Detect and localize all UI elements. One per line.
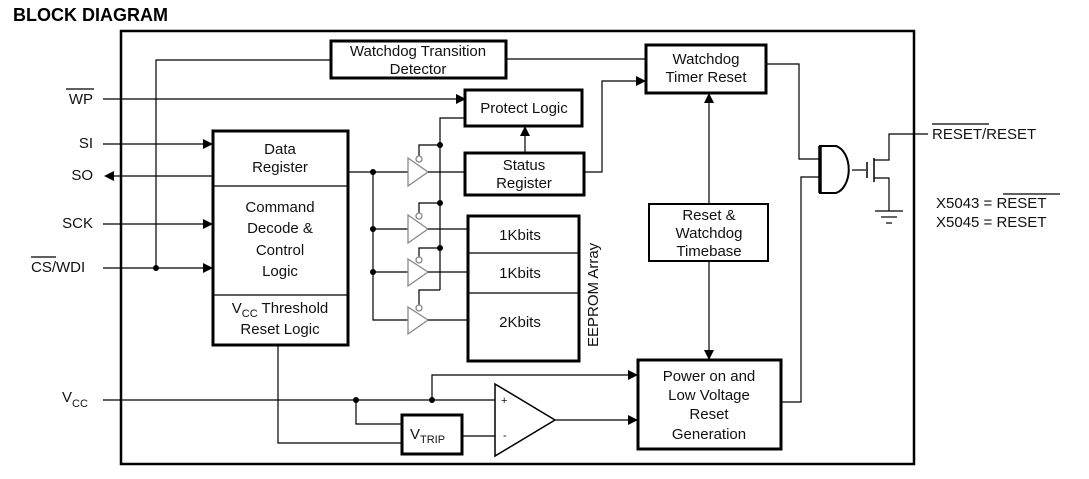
por-line1: Power on and <box>663 368 756 385</box>
watchdog-timer-reset-block <box>644 43 768 95</box>
buffer-eeprom-2-bubble <box>415 256 423 264</box>
eeprom-array-block <box>466 214 581 363</box>
buffer-eeprom-2 <box>407 257 430 288</box>
status-register-line1: Status <box>503 157 546 174</box>
wire-source-to-ground <box>874 177 890 211</box>
buffer-eeprom-1-bubble <box>415 212 423 220</box>
arrow-status-to-wtr <box>636 76 646 86</box>
eeprom-row-2: 1Kbits <box>499 265 541 282</box>
command-decode-line1: Command <box>245 199 314 216</box>
por-line3: Reset <box>689 406 729 423</box>
buffer-eeprom-3 <box>407 305 430 336</box>
data-register-line2: Register <box>252 159 308 176</box>
arrow-timebase-to-wtr <box>704 93 714 103</box>
arrow-timebase-to-por <box>704 350 714 360</box>
wtd-line2: Detector <box>390 61 447 78</box>
comparator <box>494 382 557 458</box>
pin-wp-label: WP <box>69 91 93 108</box>
and-gate <box>819 145 850 194</box>
comparator-plus: + <box>501 395 507 407</box>
wtr-line1: Watchdog <box>673 51 740 68</box>
pin-reset-label: RESET/RESET <box>932 126 1036 143</box>
wire-threshold-to-vtrip <box>277 345 402 444</box>
junction-bus-1 <box>370 169 376 175</box>
vtrip-label: VTRIP <box>410 426 445 446</box>
timebase-line1: Reset & <box>682 207 735 224</box>
vtrip-block <box>400 413 464 456</box>
chip-boundary <box>119 29 916 466</box>
eeprom-row-1: 1Kbits <box>499 227 541 244</box>
wire-cs-to-wtd <box>155 59 331 268</box>
wire-wtr-to-gate <box>766 63 820 160</box>
wire-en-buf1 <box>418 144 440 156</box>
eeprom-array-label: EEPROM Array <box>585 242 602 347</box>
buffer-eeprom-3-bubble <box>415 304 423 312</box>
comparator-minus: - <box>503 430 507 442</box>
junction-bus-3 <box>370 269 376 275</box>
power-on-reset-block <box>636 358 783 451</box>
vcc-threshold-line1: VCC Threshold <box>232 300 329 320</box>
pin-cs-label: CS/WDI <box>31 259 85 276</box>
status-register-block <box>463 151 586 197</box>
wtd-line1: Watchdog Transition <box>350 43 486 60</box>
pin-vcc-label: VCC <box>62 389 88 410</box>
data-register-line1: Data <box>264 141 296 158</box>
arrow-vcc-to-por <box>628 370 638 380</box>
wire-status-to-wtr <box>584 80 638 173</box>
wire-drain-to-reset <box>874 133 928 161</box>
protect-logic-block <box>463 88 584 128</box>
variant-note-x5045: X5045 = RESET <box>936 214 1046 231</box>
wire-por-to-gate <box>781 176 820 403</box>
wire-vcc-to-vtrip <box>355 400 402 425</box>
junction-bus-2 <box>370 226 376 232</box>
command-decode-line4: Logic <box>262 263 298 280</box>
pin-sck-label: SCK <box>62 215 93 232</box>
variant-note-x5043: X5043 = RESET <box>936 195 1046 212</box>
timebase-line3: Timebase <box>676 243 741 260</box>
wire-vcc-to-por <box>431 374 630 400</box>
por-line2: Low Voltage <box>668 387 750 404</box>
por-line4: Generation <box>672 426 746 443</box>
status-register-line2: Register <box>496 175 552 192</box>
timebase-line2: Watchdog <box>676 225 743 242</box>
wire-enable-bus <box>439 117 465 290</box>
eeprom-row-3: 2Kbits <box>499 314 541 331</box>
wire-en-buf4 <box>418 289 440 305</box>
control-logic-block <box>211 129 350 347</box>
wire-en-buf2 <box>418 202 440 213</box>
pin-si-label: SI <box>79 135 93 152</box>
buffer-status <box>407 156 430 188</box>
arrow-status-to-protect <box>520 126 530 136</box>
arrow-comparator-to-por <box>628 415 638 425</box>
wire-data-bus <box>372 172 408 321</box>
arrow-so <box>104 171 114 181</box>
buffer-status-bubble <box>415 155 423 163</box>
arrow-sck <box>203 219 213 229</box>
diagram-title: BLOCK DIAGRAM <box>13 5 168 25</box>
command-decode-line2: Decode & <box>247 220 313 237</box>
wtr-line2: Timer Reset <box>665 69 747 86</box>
buffer-eeprom-1 <box>407 213 430 245</box>
arrow-si <box>203 139 213 149</box>
watchdog-transition-detector-block <box>329 39 508 80</box>
pin-so-label: SO <box>71 167 93 184</box>
vcc-threshold-line2: Reset Logic <box>240 321 320 338</box>
arrow-wp-protect <box>456 94 466 104</box>
arrow-cs <box>203 263 213 273</box>
protect-logic-label: Protect Logic <box>480 100 568 117</box>
command-decode-line3: Control <box>256 242 304 259</box>
wire-en-buf3 <box>418 247 440 257</box>
